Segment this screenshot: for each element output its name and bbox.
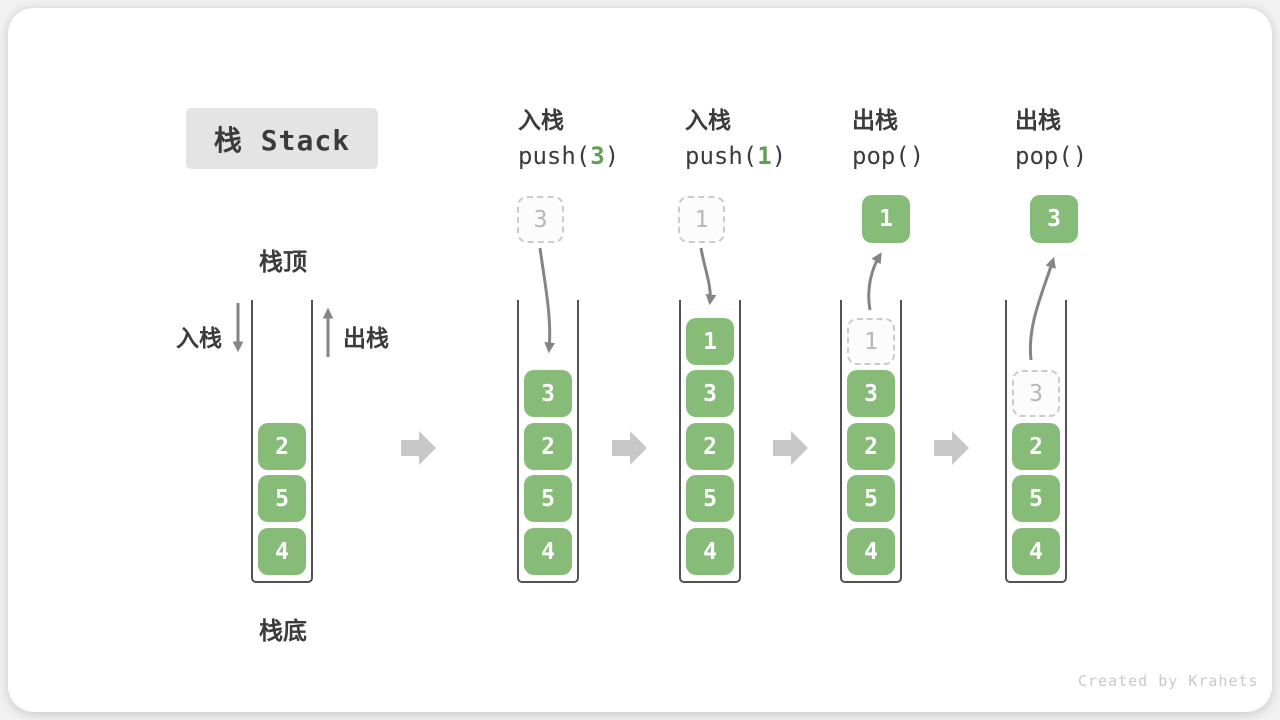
op-label-pop-2: 出栈 pop(): [1015, 107, 1087, 170]
op-cn-label: 出栈: [1015, 107, 1061, 133]
watermark: Created by Krahets: [1078, 672, 1259, 690]
op-label-pop-1: 出栈 pop(): [852, 107, 924, 170]
code-arg: 1: [757, 142, 772, 170]
op-cn-label: 出栈: [852, 107, 898, 133]
stack-box: 5: [847, 475, 895, 522]
stack-top-label: 栈顶: [259, 249, 307, 276]
code-pre: push(: [518, 142, 591, 170]
pop-side-label: 出栈: [343, 325, 389, 351]
stack-box: 2: [686, 423, 734, 470]
stack-box: 5: [524, 475, 572, 522]
stack-box: 5: [686, 475, 734, 522]
stack-box: 5: [1012, 475, 1060, 522]
op-cn-label: 入栈: [518, 107, 564, 133]
op-code-pop-1: pop(): [852, 142, 925, 170]
stack-box: 4: [258, 528, 306, 575]
stack-box: 3: [524, 370, 572, 417]
stack-box: 3: [686, 370, 734, 417]
push-side-label: 入栈: [176, 325, 222, 351]
stack-box: 1: [686, 318, 734, 365]
stack-box: 4: [1012, 528, 1060, 575]
incoming-box: 3: [517, 196, 564, 243]
op-code-pop-2: pop(): [1015, 142, 1088, 170]
code-post: ): [771, 142, 787, 170]
title-badge: 栈 Stack: [186, 108, 378, 169]
ghost-box: 1: [847, 318, 895, 365]
op-cn-label: 入栈: [685, 107, 731, 133]
code-pre: push(: [685, 142, 758, 170]
op-code-push-1: push(1): [685, 142, 786, 170]
stack-box: 4: [686, 528, 734, 575]
stack-box: 2: [847, 423, 895, 470]
stack-box: 4: [847, 528, 895, 575]
op-code-push-3: push(3): [518, 142, 619, 170]
code-post: ): [604, 142, 620, 170]
popped-box: 3: [1030, 195, 1078, 243]
ghost-box: 3: [1012, 370, 1060, 417]
stack-box: 3: [847, 370, 895, 417]
incoming-box: 1: [678, 196, 725, 243]
op-label-push-1: 入栈 push(1): [685, 107, 786, 170]
stack-box: 5: [258, 475, 306, 522]
stack-bottom-label: 栈底: [259, 618, 307, 645]
popped-box: 1: [862, 195, 910, 243]
stack-box: 2: [1012, 423, 1060, 470]
op-label-push-3: 入栈 push(3): [518, 107, 619, 170]
code-arg: 3: [590, 142, 605, 170]
stack-box: 2: [524, 423, 572, 470]
stack-box: 2: [258, 423, 306, 470]
stack-box: 4: [524, 528, 572, 575]
